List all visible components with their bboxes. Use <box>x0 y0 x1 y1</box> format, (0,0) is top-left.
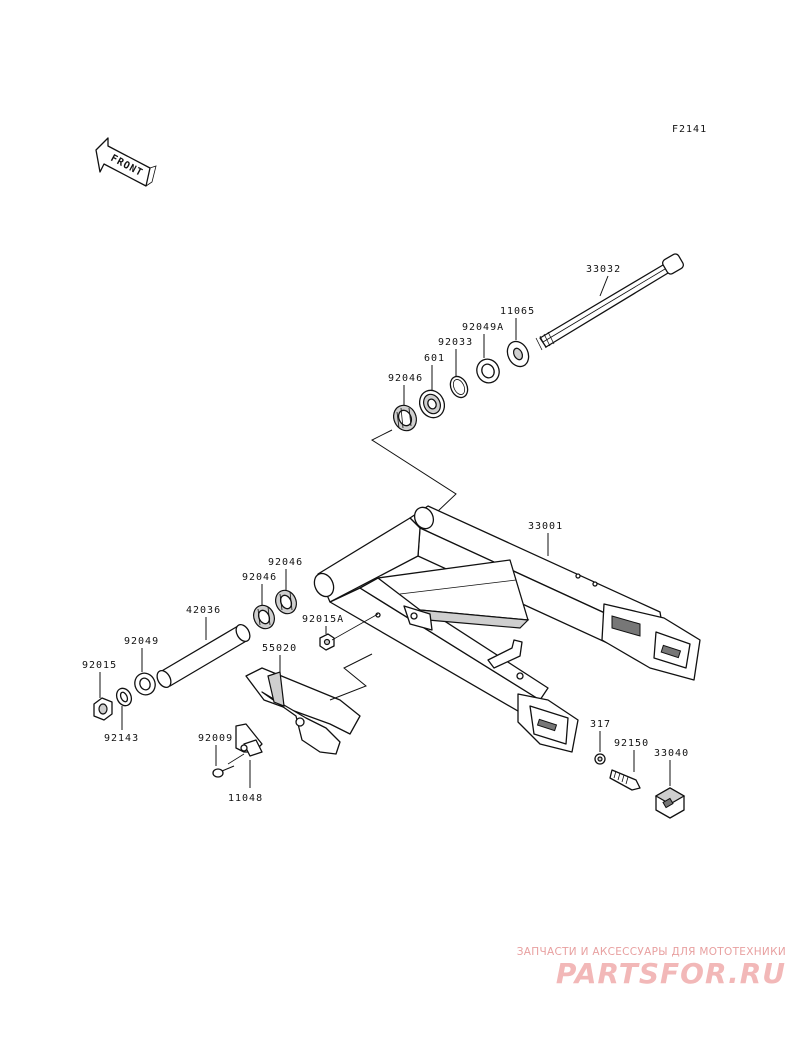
label-11065: 11065 <box>500 306 535 317</box>
front-arrow-icon: FRONT <box>95 137 157 187</box>
chain-slider-55020 <box>245 653 373 755</box>
circlip-92033 <box>449 375 469 399</box>
label-33001: 33001 <box>528 521 563 532</box>
label-42036: 42036 <box>186 605 221 616</box>
needle-bearing-92046-top <box>393 404 417 432</box>
nut-92015A <box>319 613 379 651</box>
label-317: 317 <box>590 719 611 730</box>
washer-92143 <box>115 687 133 707</box>
watermark: ЗАПЧАСТИ И АКСЕССУАРЫ ДЛЯ МОТОТЕХНИКИ PA… <box>466 946 786 990</box>
figure-code: F2141 <box>672 124 707 135</box>
adjuster-block-33040 <box>654 787 686 819</box>
pivot-shaft-33032 <box>535 253 684 351</box>
sleeve-42036 <box>156 623 251 689</box>
label-92015: 92015 <box>82 660 117 671</box>
label-33032: 33032 <box>586 264 621 275</box>
screw-92009 <box>212 765 235 778</box>
swingarm-33001 <box>313 505 701 753</box>
label-92150: 92150 <box>614 738 649 749</box>
label-601: 601 <box>424 353 445 364</box>
ball-bearing-601 <box>418 389 446 419</box>
label-92009: 92009 <box>198 733 233 744</box>
seal-11065 <box>506 340 530 368</box>
bolt-92150 <box>609 769 641 791</box>
label-11048: 11048 <box>228 793 263 804</box>
collar-92049A <box>476 358 500 384</box>
label-92046-a: 92046 <box>242 572 277 583</box>
label-55020: 55020 <box>262 643 297 654</box>
label-92143: 92143 <box>104 733 139 744</box>
watermark-logo: PARTSFOR.RU <box>555 957 786 990</box>
label-92049: 92049 <box>124 636 159 647</box>
label-92049A: 92049A <box>462 322 504 333</box>
label-33040: 33040 <box>654 748 689 759</box>
collar-92049 <box>134 672 156 696</box>
watermark-caption: ЗАПЧАСТИ И АКСЕССУАРЫ ДЛЯ МОТОТЕХНИКИ <box>516 946 786 958</box>
needle-bearing-92046-b <box>275 589 297 615</box>
bracket-11048 <box>227 723 263 765</box>
nut-317 <box>594 753 606 765</box>
nut-92015 <box>93 697 113 721</box>
needle-bearing-92046-a <box>253 604 275 630</box>
label-92033: 92033 <box>438 337 473 348</box>
label-92015A: 92015A <box>302 614 344 625</box>
label-92046-b: 92046 <box>268 557 303 568</box>
label-92046-top: 92046 <box>388 373 423 384</box>
